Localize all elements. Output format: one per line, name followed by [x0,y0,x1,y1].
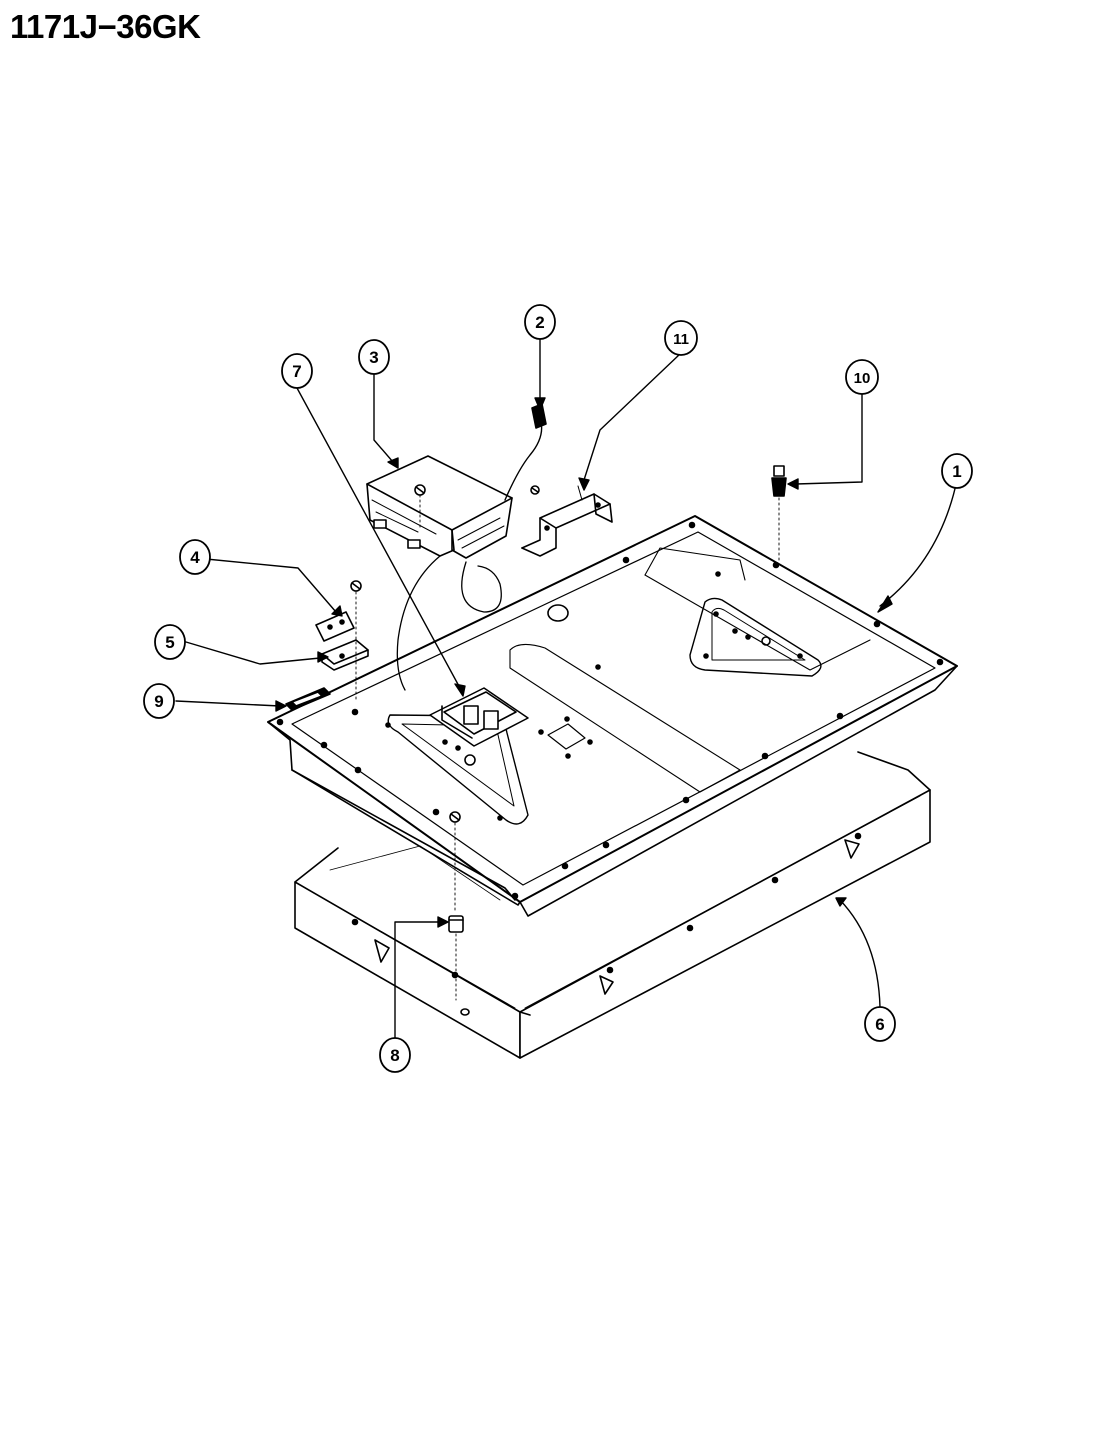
strip-part-9 [285,687,331,711]
callout-11: 11 [664,320,698,356]
callout-label-11: 11 [673,331,689,348]
callout-5: 5 [154,624,186,660]
spacer-part-8 [448,811,464,1001]
callout-label-4: 4 [190,548,200,567]
callout-label-6: 6 [875,1015,884,1034]
callout-label-7: 7 [292,362,301,381]
power-cord [504,403,547,501]
callout-8: 8 [379,1037,411,1073]
junction-box [366,455,513,691]
screw-part-10 [771,465,787,561]
callout-label-2: 2 [535,313,544,332]
callout-9: 9 [143,683,175,719]
callout-1: 1 [941,453,973,489]
callout-3: 3 [358,339,390,375]
callout-label-9: 9 [154,692,163,711]
callout-label-10: 10 [854,370,871,387]
clip-part-5 [321,639,369,671]
mounting-bracket [521,485,613,557]
callout-4: 4 [179,539,211,575]
callout-label-5: 5 [165,633,174,652]
receptacle-block [429,687,529,747]
callout-10: 10 [845,359,879,395]
cooktop-frame [267,515,958,917]
lower-pan [294,751,931,1059]
callout-6: 6 [864,1006,896,1042]
callout-2: 2 [524,304,556,340]
callout-label-3: 3 [369,348,378,367]
screw-above-clip [350,580,362,701]
page-title: 1171J−36GK [10,8,201,45]
callout-7: 7 [281,353,313,389]
bracket-plate-part-4 [315,611,355,642]
leader-lines [175,338,958,1039]
callout-label-1: 1 [952,462,961,481]
callout-label-8: 8 [390,1046,399,1065]
